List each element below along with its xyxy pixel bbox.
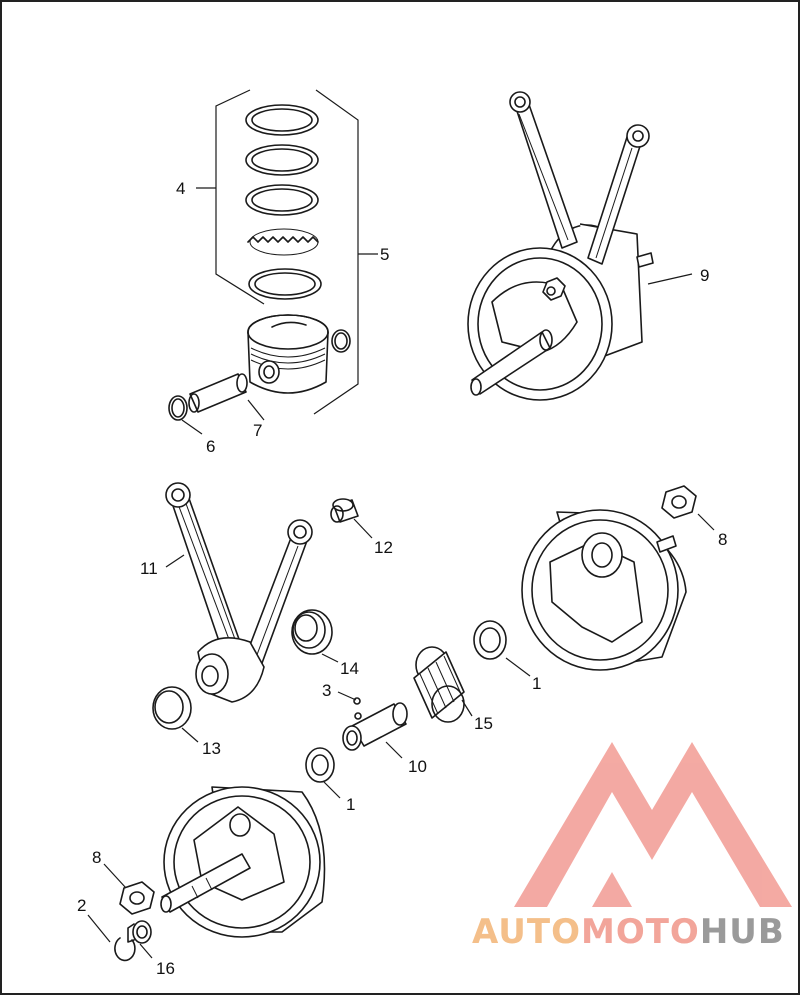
hex-nut-top (661, 485, 697, 519)
piston-pin (188, 373, 248, 413)
callout-7: 7 (253, 421, 262, 440)
bearing-race-13 (152, 686, 192, 730)
callout-12: 12 (374, 538, 393, 557)
flywheel-assembly (467, 91, 654, 401)
piston-pin-circlip (168, 395, 188, 421)
retaining-clip-small (331, 329, 351, 353)
watermark-moto: MOTO (580, 912, 700, 952)
watermark-auto: AUTO (472, 912, 581, 952)
snap-ring (114, 937, 136, 962)
connecting-rods (165, 482, 313, 703)
piston (247, 314, 329, 394)
callout-15: 15 (474, 714, 493, 733)
callout-16: 16 (156, 959, 175, 978)
rod-bushing (330, 498, 359, 523)
hex-nut-bottom (119, 881, 155, 915)
callout-13: 13 (202, 739, 221, 758)
thrust-washer-left (305, 747, 335, 783)
callout-10: 10 (408, 757, 427, 776)
callout-5: 5 (380, 245, 389, 264)
callout-11: 11 (140, 559, 158, 578)
callout-3: 3 (322, 681, 331, 700)
callout-1-left: 1 (346, 795, 355, 814)
callout-6: 6 (206, 437, 215, 456)
crank-pin (342, 702, 408, 751)
bearing-race-14 (291, 609, 333, 655)
piston-rings (245, 104, 322, 300)
callout-9: 9 (700, 266, 709, 285)
watermark-hub: HUB (699, 912, 785, 952)
spacer (127, 920, 152, 944)
callout-8-bottom: 8 (92, 848, 101, 867)
callout-14: 14 (340, 659, 359, 678)
automotohub-logo-mark (514, 742, 792, 907)
callout-2: 2 (77, 896, 86, 915)
callout-labels: 4 5 7 6 9 8 12 11 14 3 1 15 13 10 1 8 2 … (77, 179, 727, 978)
callout-4: 4 (176, 179, 185, 198)
group-brackets (196, 89, 378, 415)
needle-bearing (413, 646, 465, 723)
flywheel-half-right (521, 509, 687, 671)
callout-1-right: 1 (532, 674, 541, 693)
callout-8-top: 8 (718, 530, 727, 549)
leader-lines (87, 273, 715, 959)
automotohub-watermark: AUTOMOTOHUB (472, 912, 785, 952)
flywheel-half-left (160, 786, 326, 938)
thrust-washer-right (473, 620, 507, 660)
